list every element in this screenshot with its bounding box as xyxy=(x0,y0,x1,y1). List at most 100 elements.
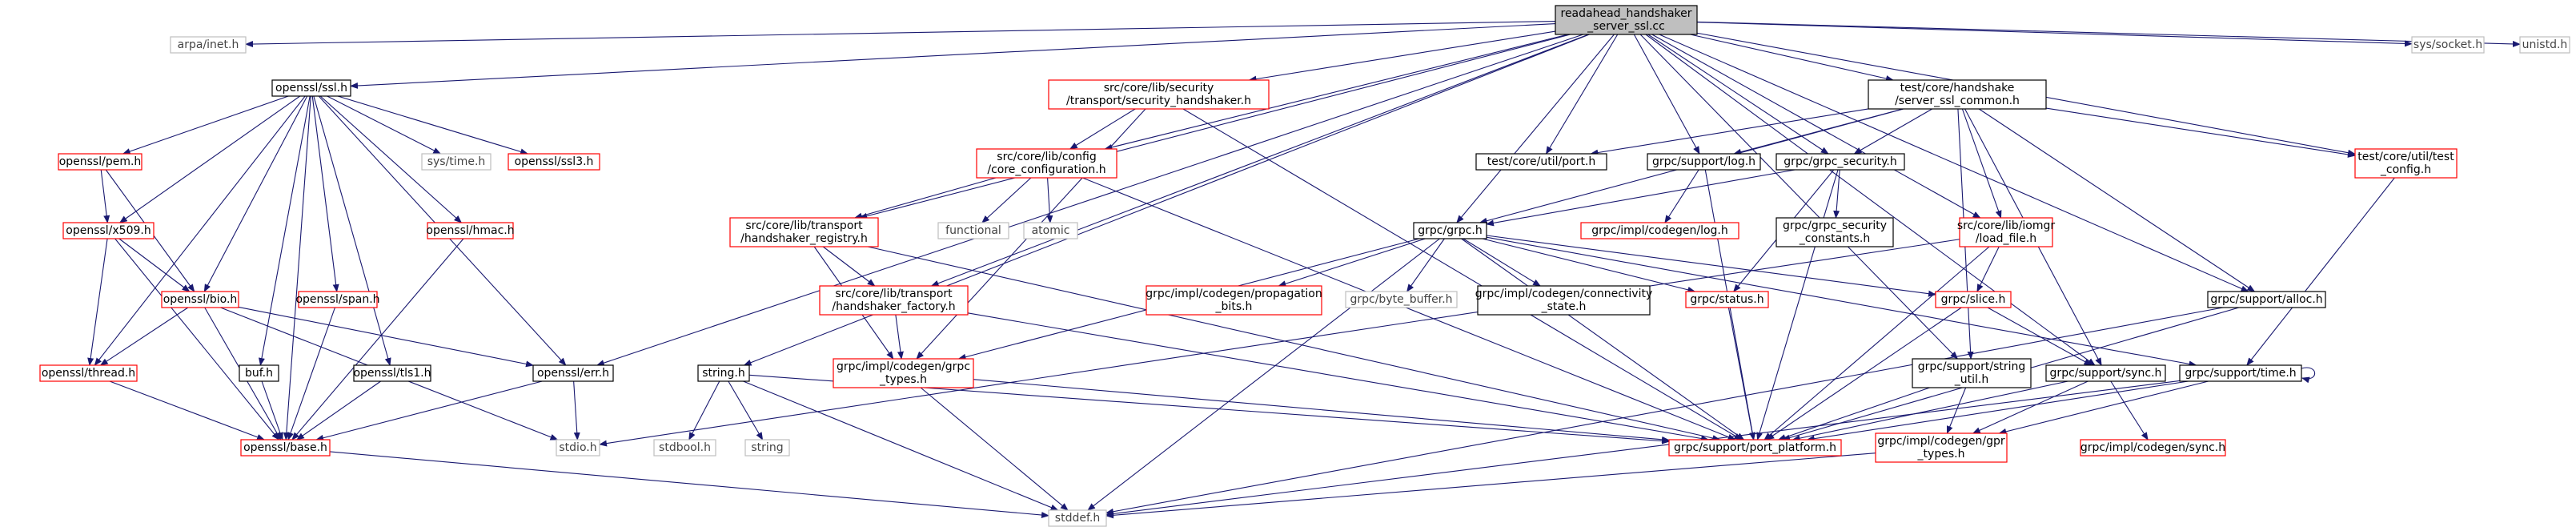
node-label: openssl/span.h xyxy=(295,293,379,306)
node-label: atomic xyxy=(1032,224,1070,237)
edge-load_file-to-stdio xyxy=(599,239,1960,447)
node-box xyxy=(421,153,492,171)
node-span[interactable]: openssl/span.h xyxy=(295,291,380,308)
node-sec-const[interactable]: grpc/grpc_security_constants.h xyxy=(1776,217,1894,247)
edge-sec_hs-to-core_cfg xyxy=(1069,108,1136,150)
node-box xyxy=(2179,364,2302,382)
node-slice[interactable]: grpc/slice.h xyxy=(1935,291,2012,308)
node-test-cfg[interactable]: test/core/util/test_config.h xyxy=(2354,148,2458,179)
node-label: grpc/support/alloc.h xyxy=(2210,293,2322,306)
node-label: sys/socket.h xyxy=(2413,38,2482,51)
node-grpc-sec[interactable]: grpc/grpc_security.h xyxy=(1776,153,1905,171)
node-sec-hs[interactable]: src/core/lib/security/transport/security… xyxy=(1048,79,1270,110)
node-label: grpc/support/port_platform.h xyxy=(1674,441,1836,454)
node-box xyxy=(1413,222,1487,239)
node-err[interactable]: openssl/err.h xyxy=(532,364,614,382)
node-x509[interactable]: openssl/x509.h xyxy=(62,222,154,239)
edge-string_h-to-string xyxy=(728,380,764,440)
edge-time-to-gpr_types xyxy=(1998,380,2209,435)
node-bio[interactable]: openssl/bio.h xyxy=(161,291,239,308)
node-root[interactable]: readahead_handshaker_server_ssl.cc xyxy=(1555,5,1698,35)
node-box xyxy=(2045,364,2166,382)
edge-bio-to-thread xyxy=(99,307,189,366)
node-thread[interactable]: openssl/thread.h xyxy=(39,364,138,382)
node-label: /core_configuration.h xyxy=(987,163,1105,176)
node-alloc[interactable]: grpc/support/alloc.h xyxy=(2207,291,2326,308)
node-label: string.h xyxy=(702,367,745,380)
edge-core_cfg-to-port_platform xyxy=(1082,177,1736,440)
node-connectivity[interactable]: grpc/impl/codegen/connectivity_state.h xyxy=(1475,285,1652,316)
edge-err-to-base xyxy=(315,380,543,441)
edge-openssl_ssl-to-thread xyxy=(94,95,306,366)
edge-openssl_ssl-to-bio xyxy=(203,95,308,292)
node-buf[interactable]: buf.h xyxy=(239,364,279,382)
node-box xyxy=(240,439,331,457)
edge-test_cfg-to-time xyxy=(2246,177,2395,366)
node-label: test/core/handshake xyxy=(1900,82,2015,95)
node-label: _util.h xyxy=(1954,373,1988,386)
node-sync[interactable]: grpc/support/sync.h xyxy=(2045,364,2166,382)
node-box xyxy=(427,222,514,239)
node-codegen-sync[interactable]: grpc/impl/codegen/sync.h xyxy=(2080,439,2226,457)
node-string-util[interactable]: grpc/support/string_util.h xyxy=(1912,358,2032,388)
node-label: _constants.h xyxy=(1799,232,1870,245)
edge-sec_hs-to-port_platform xyxy=(1182,108,1743,440)
edge-grpc_h-to-time xyxy=(1486,236,2197,368)
node-hmac[interactable]: openssl/hmac.h xyxy=(426,222,515,239)
edge-root-to-unistd xyxy=(1696,21,2521,47)
node-box xyxy=(1868,79,2047,110)
edge-grpc_h-to-slice xyxy=(1486,235,1936,297)
node-pem[interactable]: openssl/pem.h xyxy=(58,153,142,171)
node-propagation[interactable]: grpc/impl/codegen/propagation_bits.h xyxy=(1146,285,1322,316)
node-base[interactable]: openssl/base.h xyxy=(240,439,331,457)
node-label: openssl/thread.h xyxy=(42,367,135,380)
node-gpr-types[interactable]: grpc/impl/codegen/gpr_types.h xyxy=(1875,432,2008,463)
edge-grpc_types-to-stddef xyxy=(920,387,1069,511)
node-label: src/core/lib/config xyxy=(997,151,1096,163)
edge-hs_common-to-load_file xyxy=(1961,108,2002,219)
node-label: /load_file.h xyxy=(1976,232,2036,245)
node-port-platform[interactable]: grpc/support/port_platform.h xyxy=(1668,439,1842,457)
node-box xyxy=(353,364,431,382)
node-box xyxy=(271,79,351,97)
node-label: /transport/security_handshaker.h xyxy=(1066,95,1251,107)
node-label: grpc/slice.h xyxy=(1941,293,2006,306)
node-ssl3[interactable]: openssl/ssl3.h xyxy=(508,153,600,171)
node-label: readahead_handshaker xyxy=(1561,7,1692,20)
node-load-file[interactable]: src/core/lib/iomgr/load_file.h xyxy=(1957,217,2056,247)
edge-bio-to-err xyxy=(238,306,534,368)
edge-string_h-to-stddef xyxy=(743,380,1059,511)
node-box xyxy=(1580,222,1739,239)
node-tls1[interactable]: openssl/tls1.h xyxy=(353,364,431,382)
node-box xyxy=(1048,509,1107,527)
edge-grpc_h-to-port_platform xyxy=(1461,238,1745,440)
node-time[interactable]: grpc/support/time.h xyxy=(2179,364,2302,382)
node-core-cfg[interactable]: src/core/lib/config/core_configuration.h xyxy=(976,148,1117,179)
node-grpc-types[interactable]: grpc/impl/codegen/grpc_types.h xyxy=(833,358,974,388)
edge-err-to-stdio xyxy=(573,380,580,440)
node-hs-registry[interactable]: src/core/lib/transport/handshaker_regist… xyxy=(729,217,879,247)
node-label: grpc/impl/codegen/grpc xyxy=(837,360,970,373)
node-label: test/core/util/port.h xyxy=(1487,155,1596,168)
node-codegen-log[interactable]: grpc/impl/codegen/log.h xyxy=(1580,222,1739,239)
node-hs-factory[interactable]: src/core/lib/transport/handshaker_factor… xyxy=(819,285,969,316)
node-grpc-h[interactable]: grpc/grpc.h xyxy=(1413,222,1487,239)
node-port[interactable]: test/core/util/port.h xyxy=(1475,153,1607,171)
node-label: grpc/support/log.h xyxy=(1652,155,1755,168)
node-string-h[interactable]: string.h xyxy=(697,364,750,382)
node-unistd: unistd.h xyxy=(2519,36,2570,54)
node-openssl-ssl[interactable]: openssl/ssl.h xyxy=(271,79,351,97)
node-box xyxy=(1477,285,1651,316)
edge-gpr_types-to-stddef xyxy=(1105,453,1876,519)
edge-root-to-sys_socket xyxy=(1696,22,2413,47)
node-gs-log[interactable]: grpc/support/log.h xyxy=(1647,153,1761,171)
node-label: _config.h xyxy=(2380,163,2431,176)
edge-string_util-to-gpr_types xyxy=(1946,387,1967,434)
node-hs-common[interactable]: test/core/handshake/server_ssl_common.h xyxy=(1868,79,2047,110)
node-box xyxy=(697,364,750,382)
edge-status-to-port_platform xyxy=(1727,307,1755,440)
node-label: grpc/grpc_security xyxy=(1783,219,1887,232)
edge-openssl_ssl-to-x509 xyxy=(118,95,301,223)
node-label: openssl/ssl3.h xyxy=(515,155,594,168)
node-status[interactable]: grpc/status.h xyxy=(1685,291,1769,308)
